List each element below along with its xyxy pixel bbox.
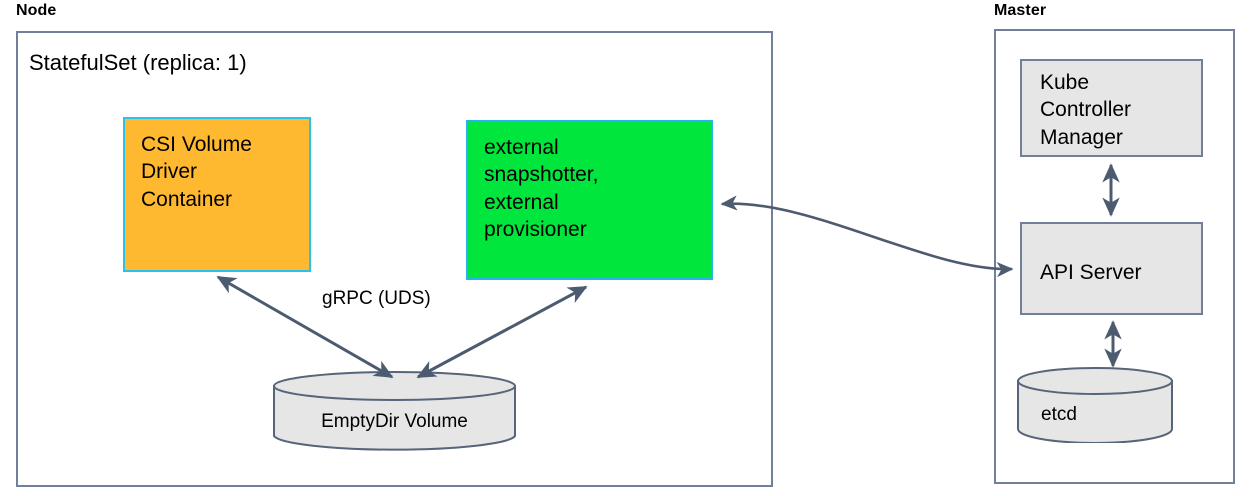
emptydir-volume-label: EmptyDir Volume (321, 411, 468, 432)
kube-controller-manager-box[interactable]: Kube Controller Manager (1020, 59, 1203, 157)
api-server-label: API Server (1040, 260, 1142, 284)
grpc-uds-edge-label: gRPC (UDS) (322, 288, 431, 309)
etcd-label: etcd (1041, 404, 1077, 425)
statefulset-title: StatefulSet (replica: 1) (29, 50, 247, 75)
csi-volume-driver-container-box[interactable]: CSI Volume Driver Container (123, 117, 311, 272)
kube-controller-manager-label: Kube Controller Manager (1040, 71, 1132, 149)
master-zone-label: Master (994, 2, 1047, 19)
etcd-cylinder[interactable]: etcd (1017, 367, 1173, 444)
node-zone-label: Node (16, 2, 57, 19)
emptydir-volume-shape (273, 371, 516, 451)
external-sidecars-label: external snapshotter, external provision… (484, 136, 599, 241)
external-sidecars-box[interactable]: external snapshotter, external provision… (466, 120, 713, 280)
api-server-box[interactable]: API Server (1020, 222, 1203, 315)
etcd-shape (1017, 367, 1173, 444)
emptydir-volume-cylinder[interactable]: EmptyDir Volume (273, 371, 516, 451)
csi-volume-driver-container-label: CSI Volume Driver Container (141, 133, 252, 211)
